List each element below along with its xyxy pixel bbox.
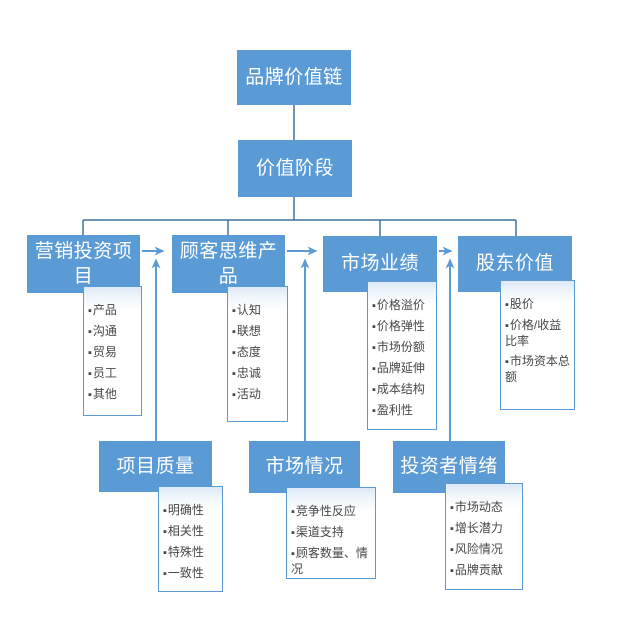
list-item: 价格弹性 xyxy=(372,319,433,335)
node-brand-value-chain: 品牌价值链 xyxy=(237,50,351,105)
list-item: 竞争性反应 xyxy=(291,504,372,520)
node-label: 投资者情绪 xyxy=(400,456,498,478)
list-item: 活动 xyxy=(232,387,284,403)
node-label: 顾客思维产品 xyxy=(179,240,278,287)
detail-list-customer-mindset: 认知 联想 态度 忠诚 活动 xyxy=(227,286,288,422)
node-label: 市场情况 xyxy=(265,456,344,478)
list-item: 相关性 xyxy=(163,524,219,540)
list-item: 品牌延伸 xyxy=(372,361,433,377)
node-marketing-investment: 营销投资项目 xyxy=(27,235,140,293)
list-item: 市场资本总额 xyxy=(505,354,571,385)
node-market-conditions: 市场情况 xyxy=(249,441,360,493)
node-value-stage: 价值阶段 xyxy=(238,140,352,197)
list-item: 忠诚 xyxy=(232,366,284,382)
connector-stage-branches xyxy=(82,197,517,236)
detail-list: 产品 沟通 贸易 员工 其他 xyxy=(84,287,141,403)
node-label: 营销投资项目 xyxy=(34,240,133,287)
node-program-quality: 项目质量 xyxy=(99,441,212,492)
list-item: 沟通 xyxy=(88,324,138,340)
list-item: 增长潜力 xyxy=(450,521,519,537)
node-label: 项目质量 xyxy=(116,455,195,477)
list-item: 特殊性 xyxy=(163,545,219,561)
list-item: 市场份额 xyxy=(372,340,433,356)
node-label: 价值阶段 xyxy=(255,157,334,179)
list-item: 品牌贡献 xyxy=(450,563,519,579)
list-item: 其他 xyxy=(88,387,138,403)
node-customer-mindset: 顾客思维产品 xyxy=(172,235,285,293)
list-item: 明确性 xyxy=(163,503,219,519)
list-item: 市场动态 xyxy=(450,500,519,516)
detail-list-investor-sentiment: 市场动态 增长潜力 风险情况 品牌贡献 xyxy=(445,483,523,590)
node-label: 市场业绩 xyxy=(340,253,419,275)
list-item: 认知 xyxy=(232,303,284,319)
detail-list-shareholder-value: 股价 价格/收益比率 市场资本总额 xyxy=(500,280,575,410)
detail-list-marketing-investment: 产品 沟通 贸易 员工 其他 xyxy=(83,286,142,416)
detail-list: 股价 价格/收益比率 市场资本总额 xyxy=(501,281,574,385)
detail-list-market-performance: 价格溢价 价格弹性 市场份额 品牌延伸 成本结构 盈利性 xyxy=(367,281,437,430)
detail-list-market-conditions: 竞争性反应 渠道支持 顾客数量、情况 xyxy=(286,487,376,579)
list-item: 态度 xyxy=(232,345,284,361)
list-item: 产品 xyxy=(88,303,138,319)
list-item: 风险情况 xyxy=(450,542,519,558)
list-item: 联想 xyxy=(232,324,284,340)
list-item: 一致性 xyxy=(163,566,219,582)
detail-list: 认知 联想 态度 忠诚 活动 xyxy=(228,287,287,403)
detail-list: 明确性 相关性 特殊性 一致性 xyxy=(159,487,222,582)
detail-list: 市场动态 增长潜力 风险情况 品牌贡献 xyxy=(446,484,522,579)
list-item: 员工 xyxy=(88,366,138,382)
list-item: 盈利性 xyxy=(372,403,433,419)
node-label: 股东价值 xyxy=(475,253,554,275)
node-label: 品牌价值链 xyxy=(245,66,343,88)
detail-list: 价格溢价 价格弹性 市场份额 品牌延伸 成本结构 盈利性 xyxy=(368,282,436,419)
list-item: 价格溢价 xyxy=(372,298,433,314)
list-item: 价格/收益比率 xyxy=(505,318,571,349)
list-item: 渠道支持 xyxy=(291,525,372,541)
detail-list-program-quality: 明确性 相关性 特殊性 一致性 xyxy=(158,486,223,592)
detail-list: 竞争性反应 渠道支持 顾客数量、情况 xyxy=(287,488,375,577)
list-item: 股价 xyxy=(505,297,571,313)
list-item: 顾客数量、情况 xyxy=(291,546,372,577)
list-item: 贸易 xyxy=(88,345,138,361)
list-item: 成本结构 xyxy=(372,382,433,398)
